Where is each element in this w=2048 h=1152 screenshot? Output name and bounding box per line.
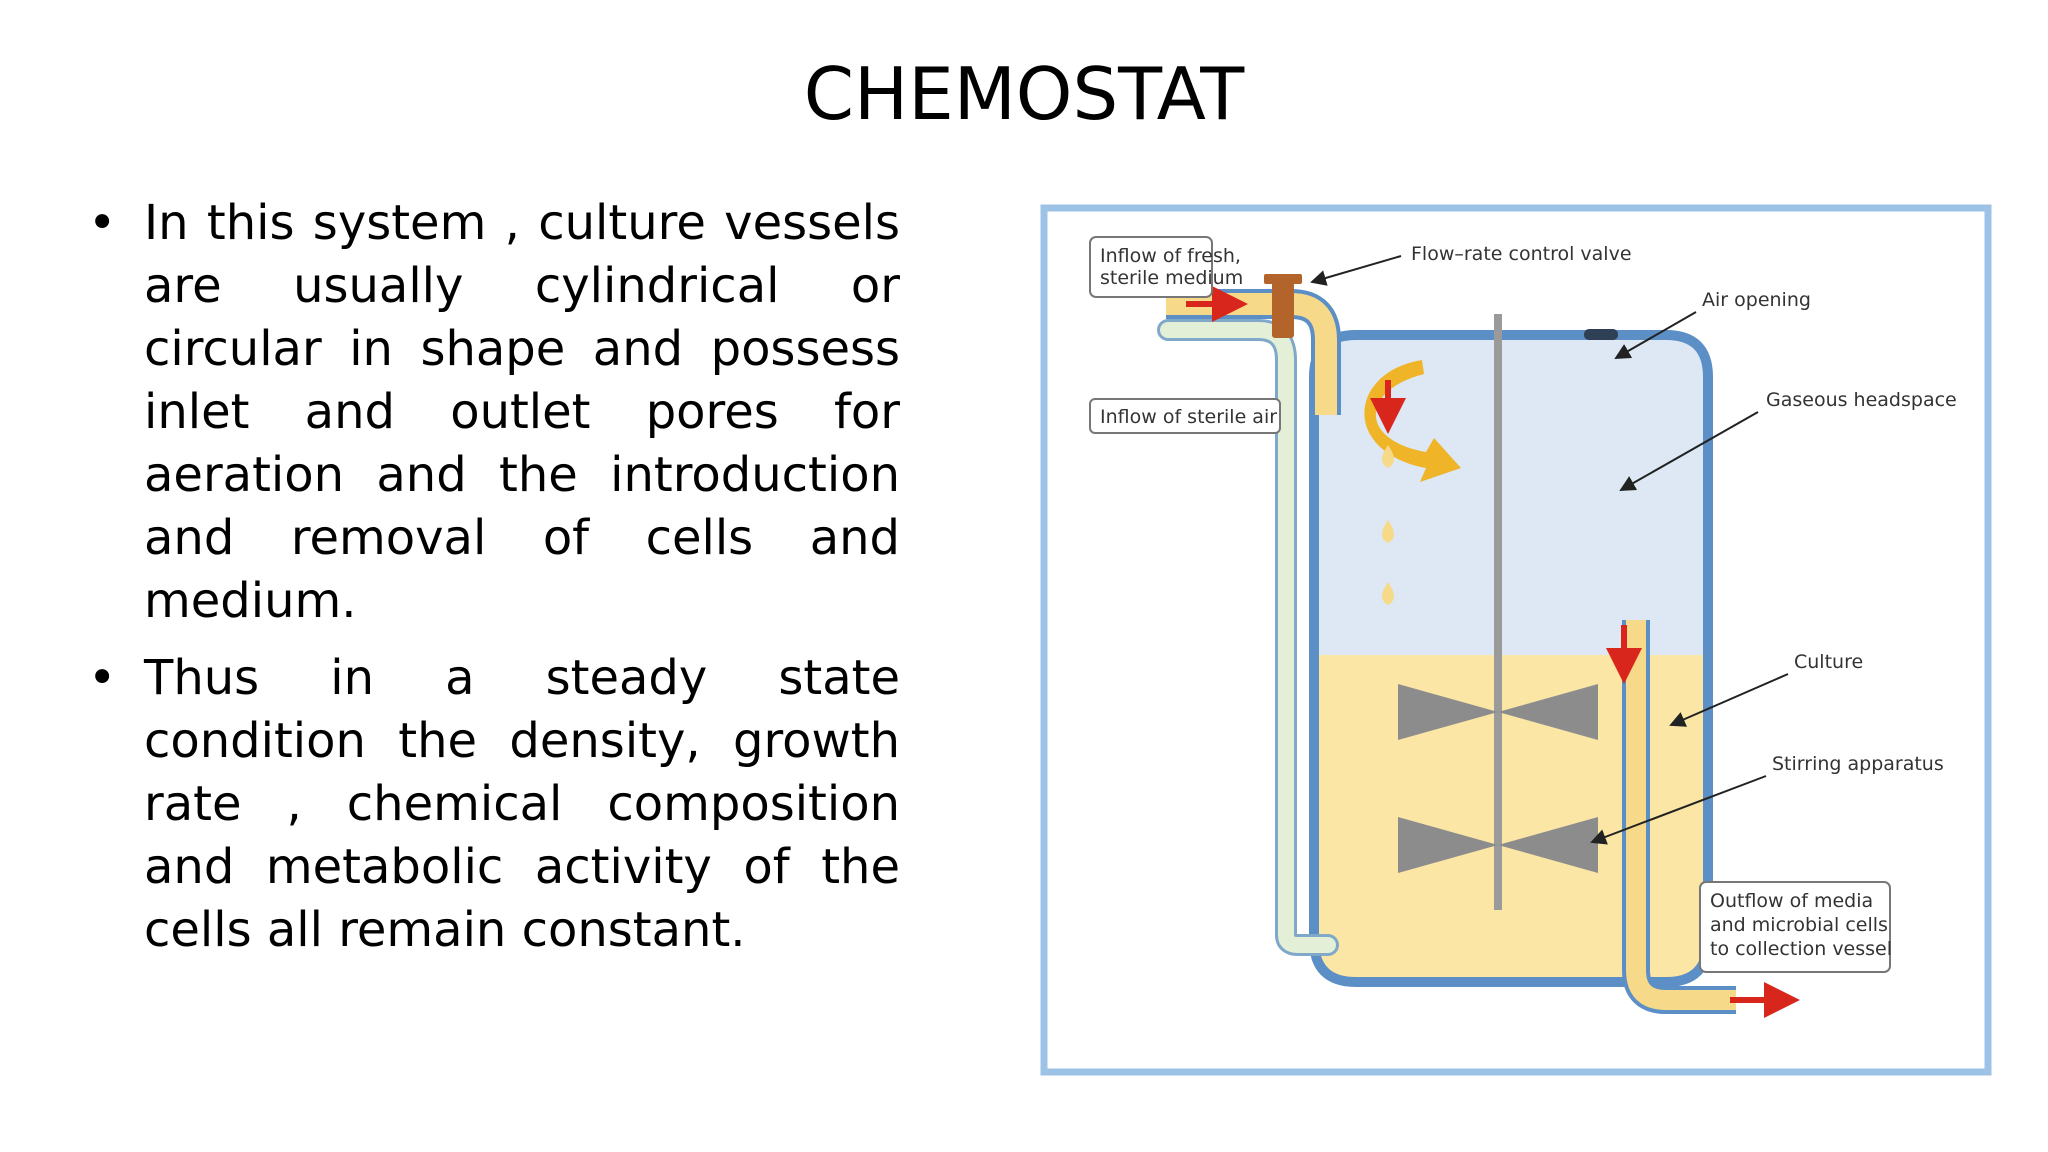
impeller-lower (1398, 817, 1498, 873)
impeller-upper (1398, 684, 1498, 740)
label-sterile-air: Inflow of sterile air (1100, 406, 1277, 428)
medium-droplet (1382, 582, 1394, 605)
label-culture: Culture (1794, 651, 1863, 673)
label-inflow-medium-line2: sterile medium (1100, 267, 1243, 289)
pointer-culture (1669, 673, 1789, 727)
label-box-sterile-air (1089, 398, 1281, 434)
label-headspace: Gaseous headspace (1766, 389, 1957, 411)
pointer-stirring (1590, 775, 1767, 845)
medium-droplet (1382, 445, 1394, 468)
label-outflow-line3: to collection vessel (1710, 938, 1892, 960)
chemostat-diagram: Inflow of fresh, sterile medium Inflow o… (1036, 200, 1996, 1080)
pointer-headspace (1619, 411, 1759, 491)
air-opening (1584, 329, 1618, 340)
impeller-upper (1498, 684, 1598, 740)
bullet-marker: • (88, 195, 117, 251)
pointer-flow-valve (1310, 255, 1402, 286)
pointer-air-opening (1614, 311, 1697, 359)
label-inflow-medium-line1: Inflow of fresh, (1100, 245, 1241, 267)
bullet-list: • In this system , culture vessels are u… (82, 192, 900, 976)
flow-valve (1272, 282, 1294, 338)
vessel-culture (1314, 655, 1708, 982)
label-box-outflow (1699, 881, 1891, 973)
label-air-opening: Air opening (1702, 289, 1811, 311)
label-outflow-line1: Outflow of media (1710, 890, 1873, 912)
bullet-marker: • (88, 650, 117, 706)
chemostat-diagram-svg: Inflow of fresh, sterile medium Inflow o… (1040, 204, 1992, 1076)
label-stirring: Stirring apparatus (1772, 753, 1944, 775)
bullet-text: Thus in a steady state condition the den… (144, 650, 900, 958)
bullet-text: In this system , culture vessels are usu… (144, 195, 900, 629)
label-outflow-line2: and microbial cells (1710, 914, 1888, 936)
label-flow-valve: Flow–rate control valve (1411, 243, 1632, 265)
label-box-inflow-medium (1089, 236, 1213, 298)
impeller-lower (1498, 817, 1598, 873)
medium-droplet (1382, 520, 1394, 543)
vessel-headspace (1314, 335, 1708, 655)
bullet-item: • In this system , culture vessels are u… (82, 192, 900, 633)
bullet-item: • Thus in a steady state condition the d… (82, 647, 900, 962)
slide-title: CHEMOSTAT (803, 52, 1245, 136)
